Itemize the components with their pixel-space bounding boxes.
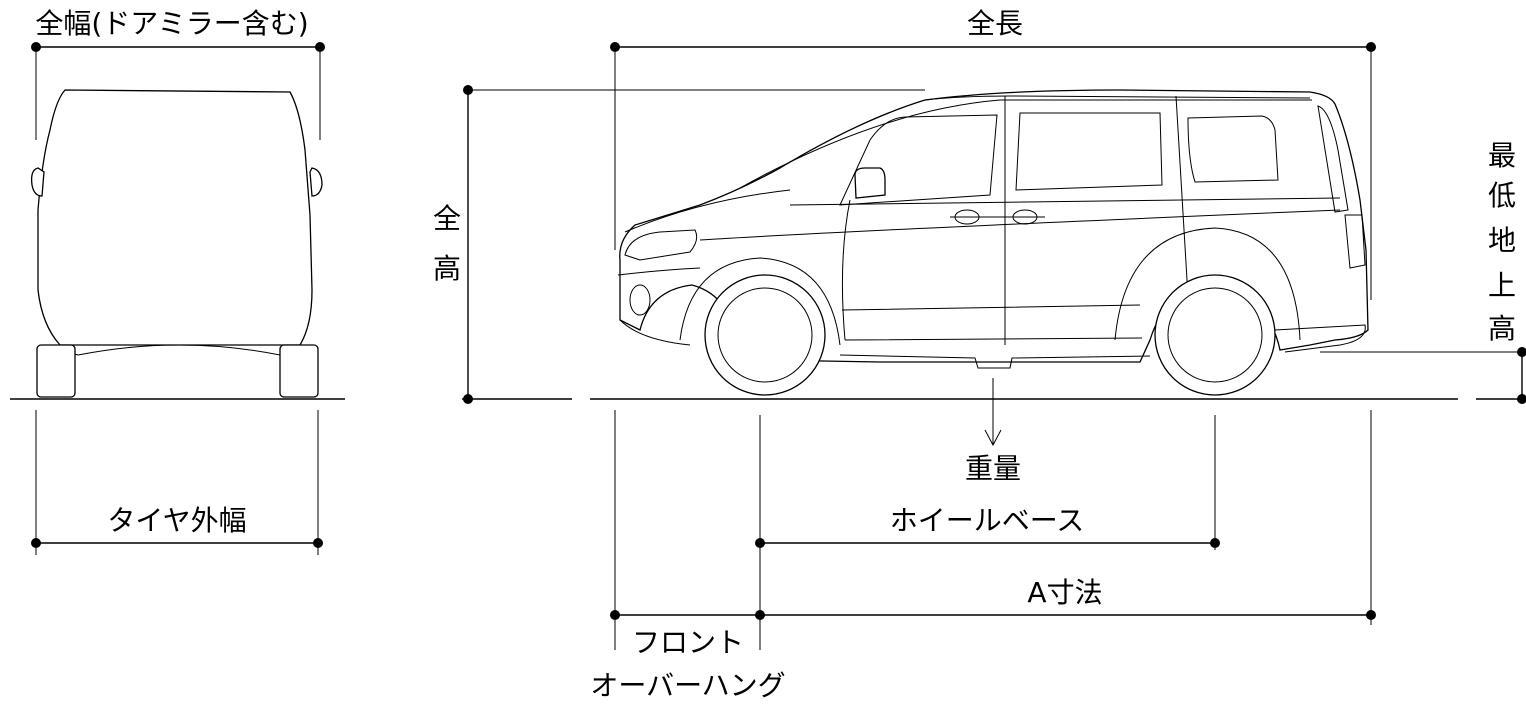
dimension-endpoint-icon xyxy=(1366,610,1376,620)
a-dimension-label: A寸法 xyxy=(1027,576,1102,609)
rear-bumper xyxy=(1274,324,1366,353)
front-lower-bumper xyxy=(43,344,307,356)
front-right-tire xyxy=(279,344,319,398)
weight-arrow-icon xyxy=(984,429,1002,447)
dimension-endpoint-icon xyxy=(31,538,41,548)
wheelbase-label: ホイールベース xyxy=(890,504,1085,537)
tail-lamp xyxy=(1344,214,1366,269)
tire-width-label: タイヤ外幅 xyxy=(107,504,246,537)
front-door-edge xyxy=(841,199,851,341)
ground-clearance-label-1: 最 xyxy=(1488,139,1516,172)
dimension-endpoint-icon xyxy=(1210,538,1220,548)
front-view: 全幅(ドアミラー含む) タイヤ外幅 xyxy=(10,7,345,555)
front-wheel-arch xyxy=(679,257,841,346)
weight-label: 重量 xyxy=(965,452,1021,485)
dimension-endpoint-icon xyxy=(1366,42,1376,52)
front-window xyxy=(839,114,998,206)
fog-lamp xyxy=(629,284,651,316)
hood-line xyxy=(624,189,791,233)
ground-clearance-label-4: 上 xyxy=(1488,269,1516,302)
front-rim xyxy=(717,287,813,383)
headlight xyxy=(624,229,698,261)
belt-line xyxy=(789,197,1341,206)
side-mirror xyxy=(854,167,886,199)
front-overhang-label-1: フロント xyxy=(632,626,744,659)
overall-length-label: 全長 xyxy=(967,7,1023,40)
dimension-endpoint-icon xyxy=(313,538,323,548)
front-left-tire xyxy=(36,344,76,398)
ground-clearance-label-3: 地 xyxy=(1488,224,1516,257)
dimension-endpoint-icon xyxy=(463,85,473,95)
overall-height-label-1: 全 xyxy=(433,202,461,235)
overall-width-label: 全幅(ドアミラー含む) xyxy=(35,7,308,40)
front-overhang-label-2: オーバーハング xyxy=(590,669,785,702)
rear-wheel xyxy=(1154,274,1276,396)
overall-height-label-2: 高 xyxy=(433,252,461,285)
front-wheel xyxy=(704,274,826,396)
dimension-endpoint-icon xyxy=(610,610,620,620)
right-mirror xyxy=(309,167,323,197)
rear-wheel-arch xyxy=(1114,227,1301,341)
dimension-endpoint-icon xyxy=(31,42,41,52)
rear-rim xyxy=(1167,287,1263,383)
roof-line xyxy=(739,99,1312,189)
dimension-endpoint-icon xyxy=(315,42,325,52)
dimension-endpoint-icon xyxy=(463,394,473,404)
sliding-door-window xyxy=(1015,112,1163,191)
roof-rail xyxy=(924,95,1311,101)
ground-clearance-label-5: 高 xyxy=(1488,312,1516,345)
front-bumper xyxy=(617,267,701,346)
ground-clearance-label-2: 低 xyxy=(1488,179,1516,212)
left-mirror xyxy=(30,167,45,197)
side-view: 全長 全 高 最 低 地 上 高 xyxy=(433,7,1526,702)
dimension-endpoint-icon xyxy=(1517,394,1526,404)
underbody xyxy=(839,354,1151,369)
front-view-body xyxy=(37,89,313,346)
rear-quarter-window xyxy=(1187,115,1279,183)
dimension-endpoint-icon xyxy=(1517,347,1526,357)
rocker-panel xyxy=(841,304,1143,341)
dimension-endpoint-icon xyxy=(610,42,620,52)
dimension-endpoint-icon xyxy=(755,538,765,548)
character-line xyxy=(699,209,1341,241)
rear-window xyxy=(1317,105,1349,213)
